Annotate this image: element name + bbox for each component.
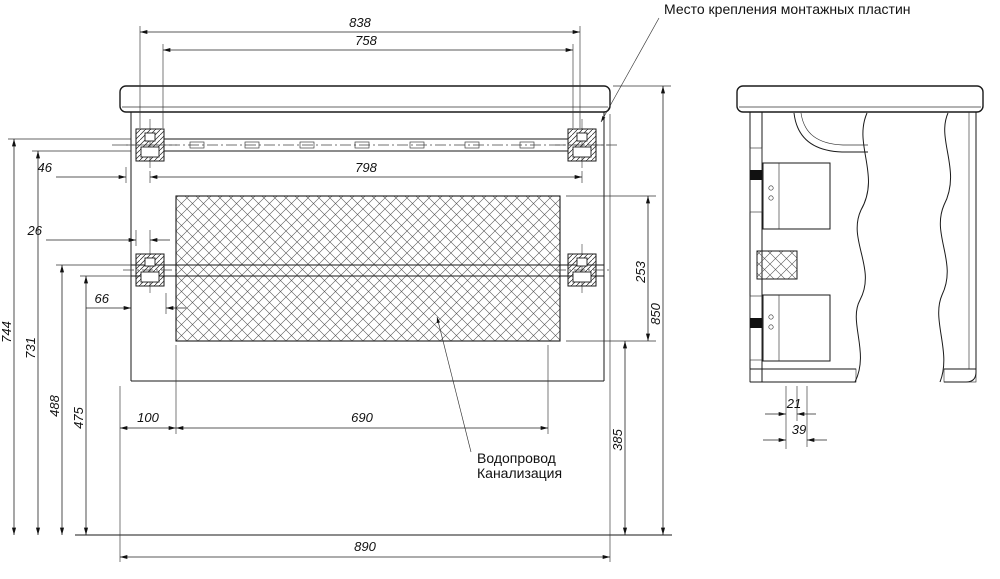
front-view bbox=[75, 85, 672, 536]
dim-66-value: 66 bbox=[95, 291, 110, 306]
dim-850: 850 bbox=[613, 85, 671, 535]
leader-line bbox=[436, 316, 472, 453]
side-view bbox=[736, 85, 984, 383]
sink-basin-profile bbox=[793, 112, 868, 153]
mounting-rail-top bbox=[112, 138, 620, 152]
mounting-plate-top-right bbox=[554, 118, 610, 172]
dim-838: 838 bbox=[139, 15, 581, 128]
bracket-section-lower bbox=[750, 318, 762, 328]
break-line-left bbox=[854, 112, 869, 383]
dim-475: 475 bbox=[71, 275, 131, 535]
dim-731-value: 731 bbox=[23, 337, 38, 359]
dimensions-front: 838 758 798 46 26 bbox=[0, 15, 671, 562]
dim-253-value: 253 bbox=[633, 260, 648, 283]
screw-icon bbox=[768, 195, 774, 201]
dim-475-value: 475 bbox=[71, 406, 86, 428]
callouts: Место крепления монтажных пластин Водопр… bbox=[436, 1, 911, 481]
screw-icon bbox=[768, 185, 774, 191]
dim-758-value: 758 bbox=[355, 33, 377, 48]
dim-26: 26 bbox=[27, 223, 170, 246]
dim-39-value: 39 bbox=[792, 422, 806, 437]
dim-744-value: 744 bbox=[0, 321, 14, 343]
dim-46: 46 bbox=[38, 160, 127, 183]
mounting-rail-middle bbox=[131, 264, 604, 277]
dim-890: 890 bbox=[120, 114, 611, 562]
dim-26-value: 26 bbox=[27, 223, 43, 238]
leader-line bbox=[600, 17, 660, 123]
dim-21-value: 21 bbox=[786, 396, 801, 411]
plumbing-label-line1: Водопровод bbox=[477, 450, 556, 466]
mounting-plate-mid-right bbox=[554, 243, 610, 297]
dim-798-value: 798 bbox=[355, 160, 377, 175]
dim-488: 488 bbox=[47, 264, 131, 535]
wall-rail-side bbox=[749, 112, 763, 382]
dim-690: 690 bbox=[176, 345, 549, 434]
dimensions-side: 21 39 bbox=[763, 386, 827, 449]
dim-798: 798 bbox=[149, 160, 583, 183]
dim-488-value: 488 bbox=[47, 394, 62, 416]
upper-drawer-side bbox=[762, 162, 831, 230]
dim-100: 100 bbox=[119, 345, 177, 562]
plumbing-access-panel bbox=[175, 195, 561, 342]
dim-46-value: 46 bbox=[38, 160, 53, 175]
dim-744: 744 bbox=[0, 138, 131, 535]
dim-838-value: 838 bbox=[349, 15, 371, 30]
mounting-plates-callout: Место крепления монтажных пластин bbox=[600, 1, 911, 123]
dim-690-value: 690 bbox=[351, 410, 373, 425]
dim-100-value: 100 bbox=[137, 410, 159, 425]
screw-icon bbox=[768, 324, 774, 330]
siphon-access-section bbox=[756, 250, 798, 280]
dim-850-value: 850 bbox=[648, 302, 663, 324]
bracket-section-upper bbox=[750, 170, 762, 180]
mounting-plates-label: Место крепления монтажных пластин bbox=[664, 1, 911, 17]
screw-icon bbox=[768, 314, 774, 320]
dim-66: 66 bbox=[86, 291, 186, 314]
dim-253: 253 bbox=[566, 195, 656, 342]
dim-890-value: 890 bbox=[354, 539, 376, 554]
dim-39: 39 bbox=[763, 386, 827, 447]
countertop-front bbox=[119, 85, 611, 113]
break-line-right bbox=[938, 112, 952, 383]
back-panel-side bbox=[965, 112, 977, 383]
plumbing-callout: Водопровод Канализация bbox=[436, 316, 562, 481]
countertop-side bbox=[736, 85, 984, 113]
dim-385: 385 bbox=[610, 341, 628, 535]
dim-385-value: 385 bbox=[610, 428, 625, 450]
dim-758: 758 bbox=[162, 33, 574, 128]
dim-731: 731 bbox=[23, 150, 131, 535]
dim-21: 21 bbox=[765, 386, 816, 449]
plumbing-label-line2: Канализация bbox=[477, 465, 562, 481]
lower-drawer-side bbox=[762, 294, 831, 362]
